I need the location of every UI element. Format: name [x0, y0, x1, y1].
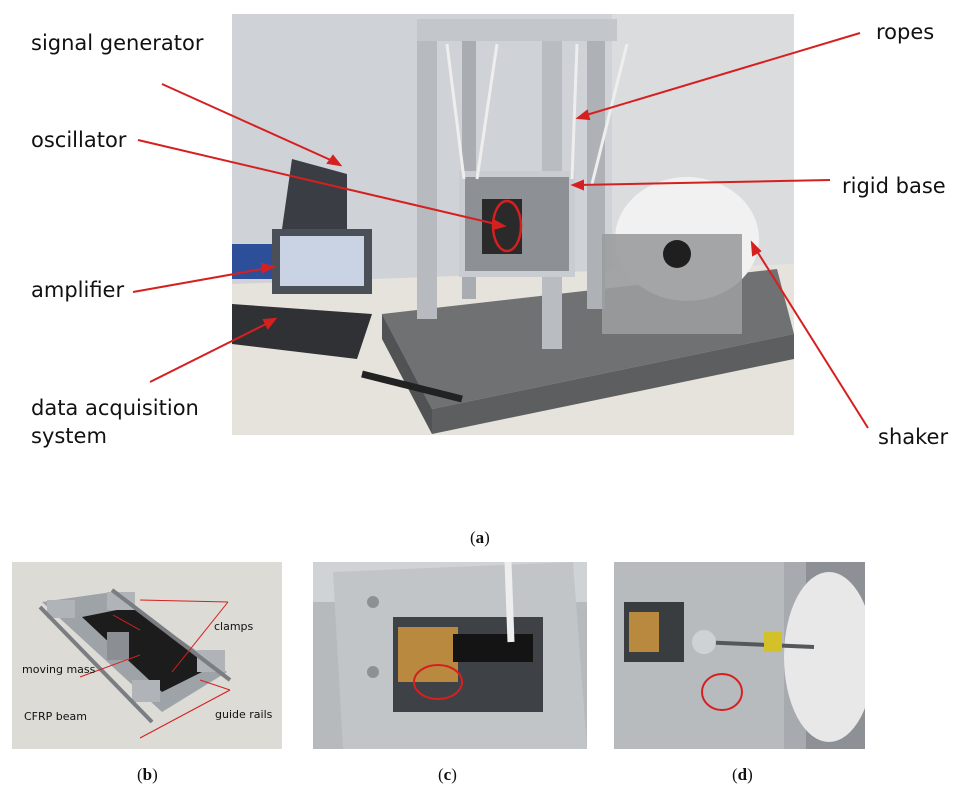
caption-b: (b) [137, 765, 158, 784]
photo-accelerometer-mount [313, 562, 587, 749]
label-rigid-base: rigid base [842, 174, 946, 198]
annotation-arrows-a [132, 32, 869, 429]
caption-d: (d) [732, 765, 753, 784]
label-amplifier: amplifier [31, 278, 125, 302]
label-clamps: clamps [214, 620, 254, 633]
label-guide-rails: guide rails [215, 708, 273, 721]
label-data-acquisition-1: data acquisition [31, 396, 199, 420]
label-shaker: shaker [878, 425, 949, 449]
label-data-acquisition-2: system [31, 424, 107, 448]
photo-shaker-connection [614, 562, 865, 749]
photo-test-rig [232, 14, 794, 435]
label-ropes: ropes [876, 20, 935, 44]
caption-c: (c) [438, 765, 457, 784]
label-signal-generator: signal generator [31, 31, 204, 55]
label-cfrp-beam: CFRP beam [24, 710, 87, 723]
photo-oscillator-assembly [12, 562, 282, 749]
label-oscillator: oscillator [31, 128, 127, 152]
label-moving-mass: moving mass [22, 663, 96, 676]
annotation-lines-b [79, 599, 231, 739]
caption-a: (a) [470, 528, 490, 547]
